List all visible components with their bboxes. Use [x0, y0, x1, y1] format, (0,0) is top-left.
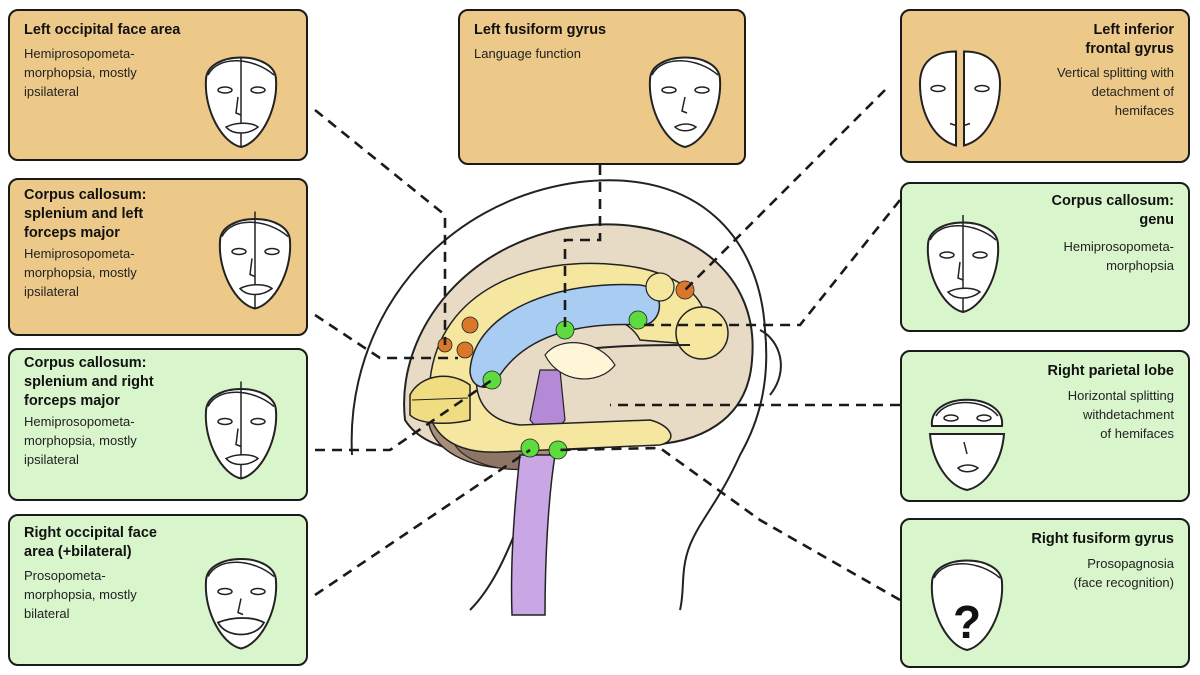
box-title: Right occipital face area (+bilateral)	[24, 525, 157, 560]
green-spot	[520, 438, 540, 458]
face-unrecognized-icon: ?	[930, 559, 1004, 652]
box-title: Corpus callosum: splenium and left force…	[24, 187, 147, 241]
box-desc: Hemiprosopometa- morphopsia, mostly ipsi…	[24, 414, 137, 467]
box-left-occipital-face-area: Left occipital face area Hemiprosopometa…	[8, 9, 308, 161]
box-corpus-callosum-splenium-left: Corpus callosum: splenium and left force…	[8, 178, 308, 336]
box-title: Corpus callosum: splenium and right forc…	[24, 355, 154, 409]
box-right-occipital-face-area: Right occipital face area (+bilateral) P…	[8, 514, 308, 666]
box-desc: Language function	[474, 46, 581, 61]
brainstem	[510, 454, 556, 616]
box-right-fusiform-gyrus: Right fusiform gyrus Prosopagnosia (face…	[900, 518, 1190, 668]
connector-lines	[314, 89, 902, 602]
green-spot	[628, 310, 648, 330]
face-detached-vertical-icon	[918, 50, 1002, 147]
face-normal-icon	[648, 56, 722, 149]
box-corpus-callosum-splenium-right: Corpus callosum: splenium and right forc…	[8, 348, 308, 501]
box-desc: Vertical splitting with detachment of he…	[1056, 65, 1174, 118]
frontal-sphere	[675, 306, 729, 360]
box-desc: Horizontal splitting withdetachment of h…	[1067, 388, 1174, 441]
box-title: Right fusiform gyrus	[1031, 531, 1174, 547]
box-title: Left fusiform gyrus	[474, 22, 607, 38]
box-left-inferior-frontal-gyrus: Left inferior frontal gyrus Vertical spl…	[900, 9, 1190, 163]
box-title: Left occipital face area	[24, 22, 181, 38]
face-distorted-icon	[204, 558, 278, 650]
box-right-parietal-lobe: Right parietal lobe Horizontal splitting…	[900, 350, 1190, 502]
question-mark: ?	[953, 596, 981, 648]
box-desc: Hemiprosopometa- morphopsia, mostly ipsi…	[24, 246, 137, 299]
face-split-vertical-icon	[926, 215, 1000, 314]
box-desc: Hemiprosopometa- morphopsia	[1063, 239, 1174, 273]
face-split-vertical-icon	[204, 56, 278, 149]
box-title: Corpus callosum: genu	[1051, 193, 1174, 228]
box-left-fusiform-gyrus: Left fusiform gyrus Language function	[458, 9, 746, 165]
box-title: Left inferior frontal gyrus	[1085, 22, 1174, 57]
box-desc: Prosopometa- morphopsia, mostly bilatera…	[24, 568, 137, 621]
green-spot	[482, 370, 502, 390]
box-corpus-callosum-genu: Corpus callosum: genu Hemiprosopometa- m…	[900, 182, 1190, 332]
face-detached-horizontal-icon	[928, 398, 1006, 492]
box-desc: Prosopagnosia (face recognition)	[1073, 556, 1174, 590]
orange-spot	[456, 341, 474, 359]
face-split-vertical-icon	[204, 381, 278, 480]
box-title: Right parietal lobe	[1047, 363, 1175, 379]
orange-spot	[461, 316, 479, 334]
face-split-vertical-icon	[218, 211, 292, 310]
box-desc: Hemiprosopometa- morphopsia, mostly ipsi…	[24, 46, 137, 99]
